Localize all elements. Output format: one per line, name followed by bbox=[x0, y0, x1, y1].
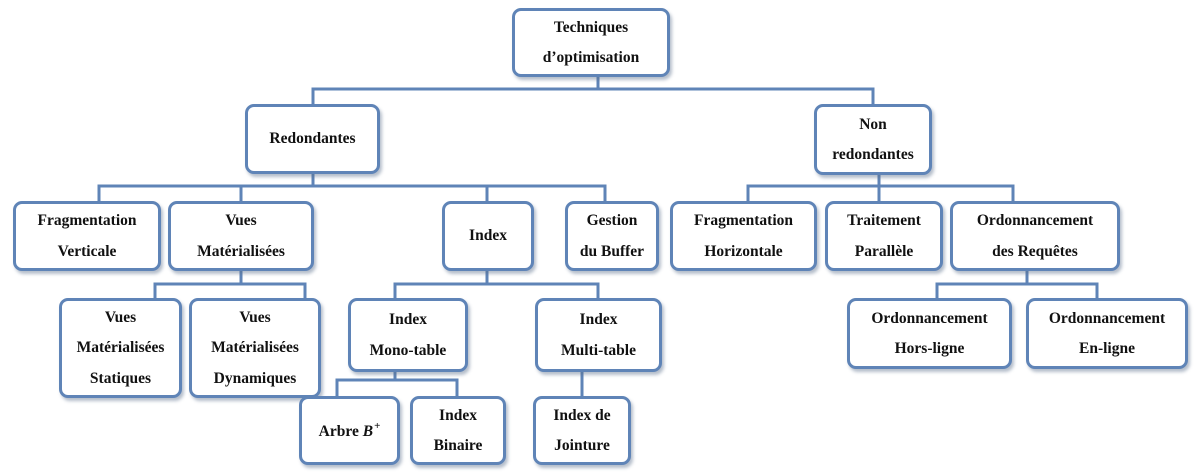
node-label-line1: Index de bbox=[553, 406, 611, 424]
node-label-line1: Index bbox=[439, 406, 477, 424]
node-ordonnancement-requetes: Ordonnancement des Requêtes bbox=[950, 201, 1120, 271]
node-label-line2: Matérialisées bbox=[211, 339, 299, 357]
node-fragmentation-horizontale: Fragmentation Horizontale bbox=[670, 201, 817, 271]
connector-ordonnancement bbox=[935, 269, 1099, 300]
node-ordonnancement-hors-ligne: Ordonnancement Hors-ligne bbox=[847, 298, 1012, 369]
node-label-line2: Matérialisées bbox=[76, 339, 165, 357]
node-label-line1: Vues bbox=[239, 308, 271, 326]
node-label-line1: Fragmentation bbox=[693, 212, 793, 229]
node-label-line2: d’optimisation bbox=[542, 49, 640, 66]
node-label-line2: Binaire bbox=[433, 437, 483, 454]
connector-vues bbox=[153, 269, 307, 300]
arbre-superscript: + bbox=[374, 420, 381, 433]
node-label-line2: Verticale bbox=[57, 242, 117, 260]
node-label-line1: Non bbox=[859, 115, 887, 133]
node-label-line1: Index bbox=[579, 311, 618, 328]
node-label-line1: Ordonnancement bbox=[871, 309, 988, 327]
node-gestion-buffer: Gestion du Buffer bbox=[565, 201, 659, 271]
node-index-binaire: Index Binaire bbox=[410, 396, 506, 465]
node-label-line1: Traitement bbox=[847, 212, 921, 229]
node-fragmentation-verticale: Fragmentation Verticale bbox=[13, 201, 161, 271]
arbre-variable: B bbox=[362, 423, 374, 441]
connector-mono bbox=[335, 370, 459, 398]
node-label: Redondantes bbox=[269, 130, 356, 148]
node-arbre-b-plus: Arbre B+ bbox=[299, 396, 400, 465]
node-label: Arbre B+ bbox=[319, 421, 381, 440]
node-label-line2: redondantes bbox=[832, 146, 914, 163]
node-label-line1: Gestion bbox=[586, 212, 638, 229]
arbre-text: Arbre bbox=[318, 423, 359, 441]
node-label-line2: En-ligne bbox=[1079, 340, 1135, 357]
node-label-line1: Vues bbox=[225, 212, 257, 229]
node-non-redondantes: Non redondantes bbox=[814, 104, 932, 175]
node-label-line1: Techniques bbox=[553, 18, 629, 36]
node-label-line2: du Buffer bbox=[579, 242, 645, 260]
connector-index bbox=[393, 269, 600, 300]
node-techniques-optimisation: Techniques d’optimisation bbox=[512, 8, 670, 77]
connector-non-redondantes bbox=[746, 173, 1015, 203]
node-label-line1: Ordonnancement bbox=[976, 212, 1094, 229]
connector-redondantes bbox=[97, 172, 607, 203]
node-index-mono-table: Index Mono-table bbox=[348, 298, 468, 372]
node-label: Index bbox=[469, 227, 507, 245]
node-label-line3: Statiques bbox=[89, 369, 152, 387]
node-label-line2: Multi-table bbox=[561, 341, 636, 359]
node-label-line3: Dynamiques bbox=[213, 369, 297, 387]
node-index: Index bbox=[442, 201, 534, 271]
node-redondantes: Redondantes bbox=[245, 104, 380, 174]
node-label-line1: Vues bbox=[104, 308, 137, 326]
node-label-line2: Hors-ligne bbox=[894, 340, 965, 357]
connector-root bbox=[311, 75, 875, 106]
node-vues-dynamiques: Vues Matérialisées Dynamiques bbox=[189, 298, 321, 398]
node-label-line2: Matérialisées bbox=[197, 242, 285, 260]
node-label-line1: Fragmentation bbox=[37, 212, 137, 229]
node-vues-materialisees: Vues Matérialisées bbox=[168, 201, 314, 271]
node-index-jointure: Index de Jointure bbox=[533, 396, 631, 465]
node-label-line2: Jointure bbox=[554, 437, 610, 454]
node-label-line2: des Requêtes bbox=[992, 242, 1078, 260]
node-label-line1: Ordonnancement bbox=[1048, 309, 1166, 327]
node-index-multi-table: Index Multi-table bbox=[535, 298, 662, 372]
node-label-line2: Horizontale bbox=[704, 242, 783, 260]
node-vues-statiques: Vues Matérialisées Statiques bbox=[59, 298, 182, 398]
node-label-line2: Mono-table bbox=[369, 341, 447, 359]
node-ordonnancement-en-ligne: Ordonnancement En-ligne bbox=[1026, 298, 1188, 369]
node-label-line2: Parallèle bbox=[854, 242, 914, 260]
node-traitement-parallele: Traitement Parallèle bbox=[825, 201, 943, 271]
node-label-line1: Index bbox=[389, 311, 427, 328]
